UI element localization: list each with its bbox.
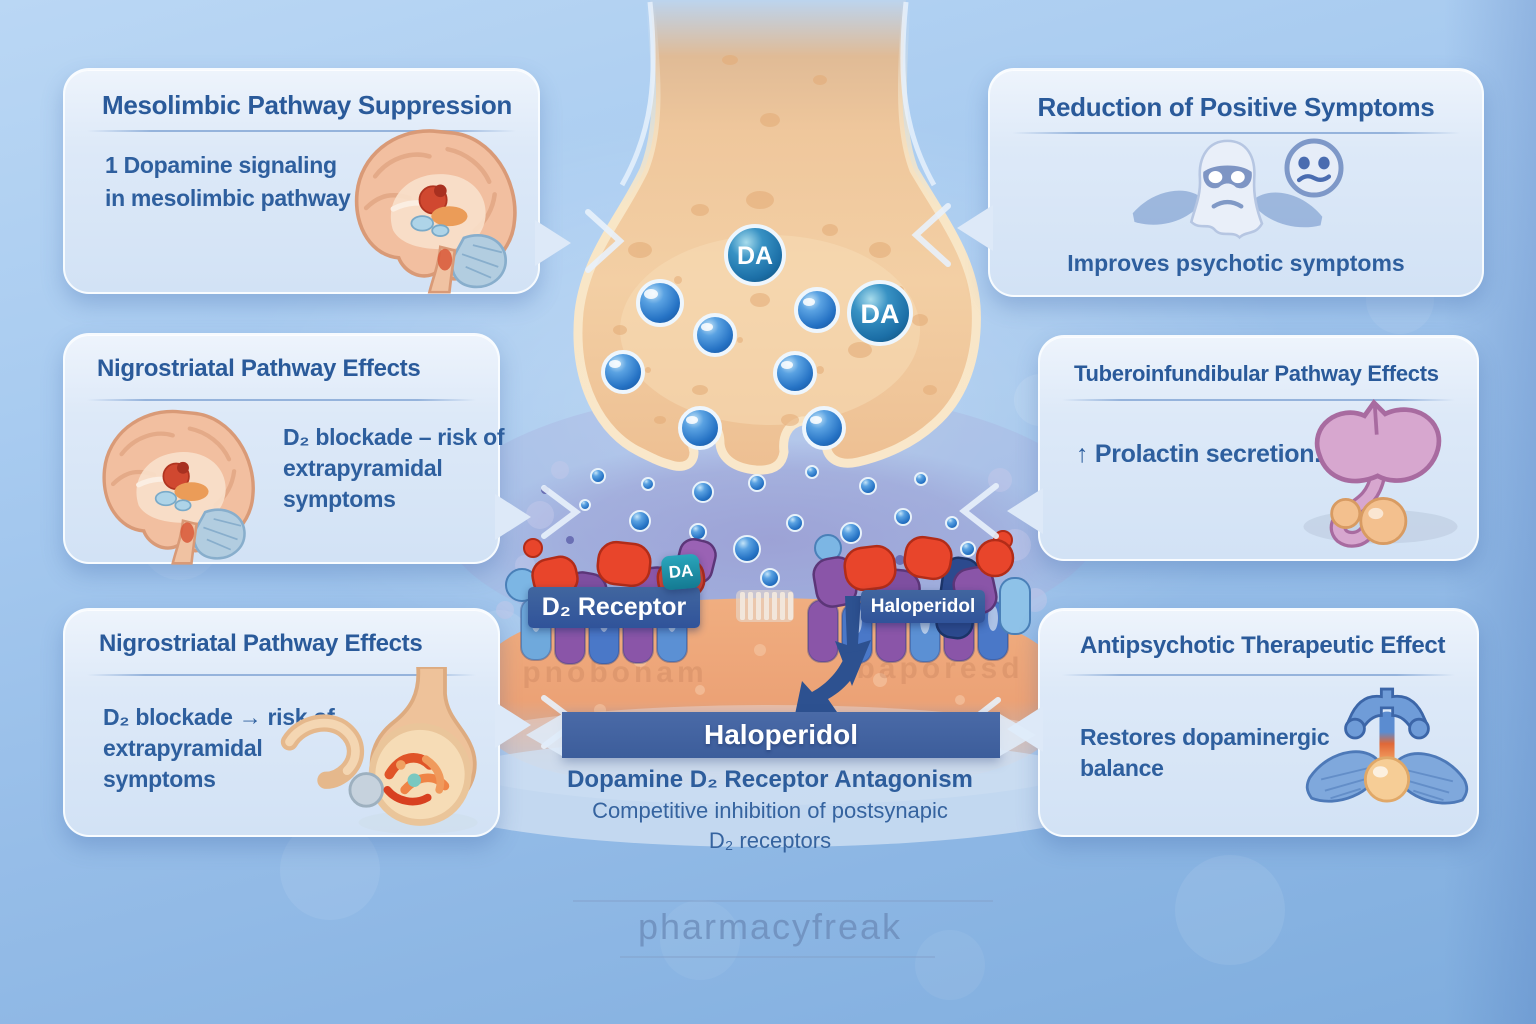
pituitary-icon — [1288, 397, 1473, 552]
haloperidol-banner: Haloperidol — [526, 712, 1036, 758]
callout-body-line: 1 Dopamine signaling — [105, 152, 337, 178]
terminal-speckles — [613, 55, 937, 426]
haloperidol-tag: Haloperidol — [861, 590, 985, 623]
mechanism-title: Dopamine D₂ Receptor Antagonism — [567, 766, 973, 793]
callout-title: Tuberoinfundibular Pathway Effects — [1074, 361, 1439, 386]
divider — [87, 674, 476, 676]
balance-icon — [1302, 674, 1472, 834]
callout-title: Nigrostriatal Pathway Effects — [97, 355, 421, 382]
callout-title: Nigrostriatal Pathway Effects — [99, 630, 423, 657]
callout-body-line: symptoms — [283, 486, 396, 512]
callout-body-line: symptoms — [103, 766, 216, 792]
callout-tuberoinfundibular: Tuberoinfundibular Pathway Effects ↑ Pro… — [1007, 335, 1479, 561]
brain-icon — [77, 403, 277, 565]
sad-face-icon — [1282, 136, 1346, 200]
callout-body-line: extrapyramidal — [103, 735, 263, 761]
da-vesicle-label: DA — [737, 242, 773, 270]
d2-receptor-tag: D₂ Receptor — [528, 587, 700, 628]
callout-body-line: in mesolimbic pathway — [105, 185, 351, 211]
callout-body-line: balance — [1080, 755, 1164, 781]
brain-icon — [338, 122, 530, 294]
callout-title: Antipsychotic Therapeutic Effect — [1080, 632, 1446, 659]
callout-body-line: D₂ blockade – risk of — [283, 424, 505, 450]
callout-caption: Improves psychotic symptoms — [1067, 250, 1405, 276]
callout-body-line: Restores dopaminergic — [1080, 724, 1330, 750]
callout-therapeutic-effect: Antipsychotic Therapeutic Effect Restore… — [1007, 608, 1479, 837]
callout-title: Reduction of Positive Symptoms — [1037, 92, 1435, 122]
callout-body-line: extrapyramidal — [283, 455, 443, 481]
callout-body-line: ↑ Prolactin secretion. — [1076, 440, 1321, 468]
dopamine-vesicles: DA DA — [601, 224, 913, 450]
da-vesicle-label: DA — [861, 299, 900, 329]
watermark-rule-top — [573, 900, 993, 902]
mechanism-line: D₂ receptors — [708, 828, 832, 853]
watermark-rule-bottom — [620, 956, 935, 958]
divider — [1062, 674, 1455, 676]
mechanism-arrows — [793, 596, 871, 724]
divider — [87, 130, 516, 132]
divider — [1062, 399, 1455, 401]
mechanism-line: Competitive inhibition of postsynapic — [592, 798, 948, 823]
callout-positive-symptoms: Reduction of Positive Symptoms Improves … — [957, 68, 1484, 297]
callout-nigrostriatal-1: Nigrostriatal Pathway Effects D₂ blockad… — [63, 333, 531, 565]
watermark: pharmacyfreak — [637, 906, 903, 947]
divider — [1012, 132, 1460, 134]
callout-mesolimbic-suppression: Mesolimbic Pathway Suppression 1 Dopamin… — [63, 68, 571, 294]
callout-title: Mesolimbic Pathway Suppression — [102, 90, 512, 120]
membrane-comb — [736, 590, 794, 622]
da-badge: DA — [660, 553, 702, 591]
divider — [87, 399, 476, 401]
